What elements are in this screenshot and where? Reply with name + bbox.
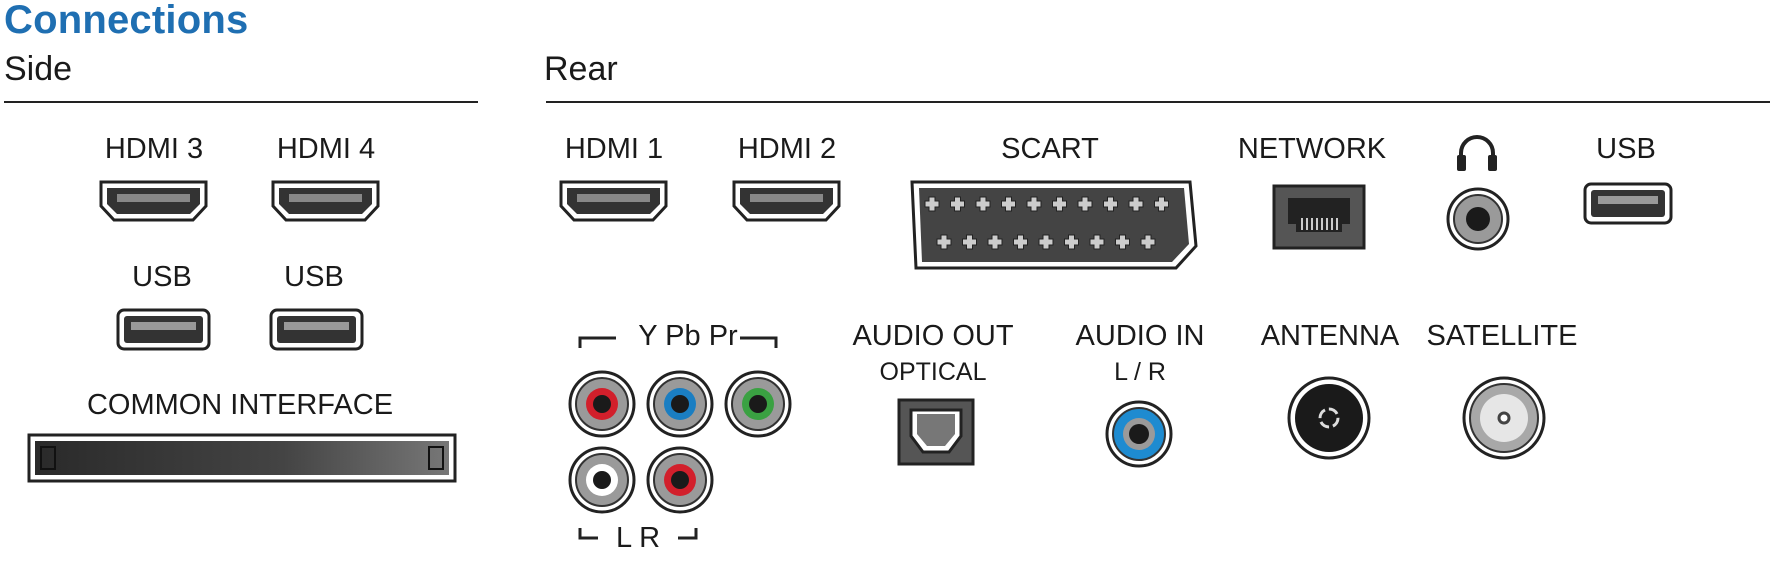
- scart-pin: [1140, 234, 1156, 250]
- hdmi3-port-icon: [99, 180, 208, 222]
- scart-pin: [1128, 196, 1144, 212]
- rca-pb-jack-icon: [646, 370, 714, 438]
- headphone-jack-icon: [1446, 187, 1510, 251]
- component-bracket-top-icon: [578, 336, 778, 348]
- scart-port-icon: [910, 180, 1198, 270]
- optical-port-icon: [897, 398, 975, 466]
- satellite-label: SATELLITE: [1426, 320, 1578, 352]
- page-title: Connections: [4, 0, 249, 42]
- scart-pin: [1052, 196, 1067, 212]
- optical-label: OPTICAL: [879, 358, 987, 386]
- rca-audio-r-jack-icon: [646, 446, 714, 514]
- hdmi2-label: HDMI 2: [737, 133, 837, 165]
- scart-pin: [1089, 234, 1105, 250]
- scart-pin: [1154, 196, 1169, 212]
- antenna-label: ANTENNA: [1260, 320, 1400, 352]
- rca-pr-jack-icon: [724, 370, 792, 438]
- hdmi4-label: HDMI 4: [276, 133, 376, 165]
- hdmi4-port-icon: [271, 180, 380, 222]
- scart-pin: [924, 196, 940, 212]
- antenna-port-icon: [1287, 376, 1371, 460]
- scart-pin: [962, 234, 977, 250]
- hdmi2-port-icon: [732, 180, 841, 222]
- network-label: NETWORK: [1237, 133, 1387, 165]
- scart-pin: [1115, 234, 1130, 250]
- lr-bracket-bottom-icon: [578, 528, 698, 540]
- scart-pin: [1038, 234, 1054, 250]
- audio-out-label: AUDIO OUT: [852, 320, 1014, 352]
- audio-in-lr-label: L / R: [1114, 358, 1166, 386]
- scart-pin: [1026, 196, 1042, 212]
- hdmi1-port-icon: [559, 180, 668, 222]
- scart-pin: [975, 196, 991, 212]
- hdmi1-label: HDMI 1: [564, 133, 664, 165]
- scart-pin: [950, 196, 965, 212]
- usb-side-b-label: USB: [284, 261, 344, 293]
- common-interface-label: COMMON INTERFACE: [86, 389, 394, 421]
- audio-in-jack-icon: [1105, 400, 1173, 468]
- scart-pin: [987, 234, 1003, 250]
- scart-pin: [1001, 196, 1016, 212]
- rear-divider: [546, 101, 1770, 103]
- scart-pin: [1064, 234, 1079, 250]
- satellite-port-icon: [1462, 376, 1546, 460]
- scart-pin: [1077, 196, 1093, 212]
- audio-in-label: AUDIO IN: [1075, 320, 1205, 352]
- hdmi3-label: HDMI 3: [104, 133, 204, 165]
- side-heading: Side: [4, 50, 73, 88]
- headphone-icon: [1457, 135, 1497, 171]
- scart-label: SCART: [1001, 133, 1099, 165]
- usb-rear-label: USB: [1596, 133, 1656, 165]
- scart-pin: [1013, 234, 1028, 250]
- rca-audio-l-jack-icon: [568, 446, 636, 514]
- usb-side-a-port-icon: [116, 308, 211, 351]
- common-interface-slot-icon: [27, 433, 457, 483]
- rear-heading: Rear: [544, 50, 618, 88]
- side-divider: [4, 101, 478, 103]
- rca-y-jack-icon: [568, 370, 636, 438]
- component-label: Y Pb Pr: [638, 320, 738, 352]
- ethernet-port-icon: [1272, 184, 1366, 250]
- scart-pin: [1103, 196, 1118, 212]
- usb-rear-port-icon: [1583, 182, 1673, 225]
- lr-label: L R: [615, 522, 661, 554]
- usb-side-a-label: USB: [132, 261, 192, 293]
- usb-side-b-port-icon: [269, 308, 364, 351]
- scart-pin: [936, 234, 952, 250]
